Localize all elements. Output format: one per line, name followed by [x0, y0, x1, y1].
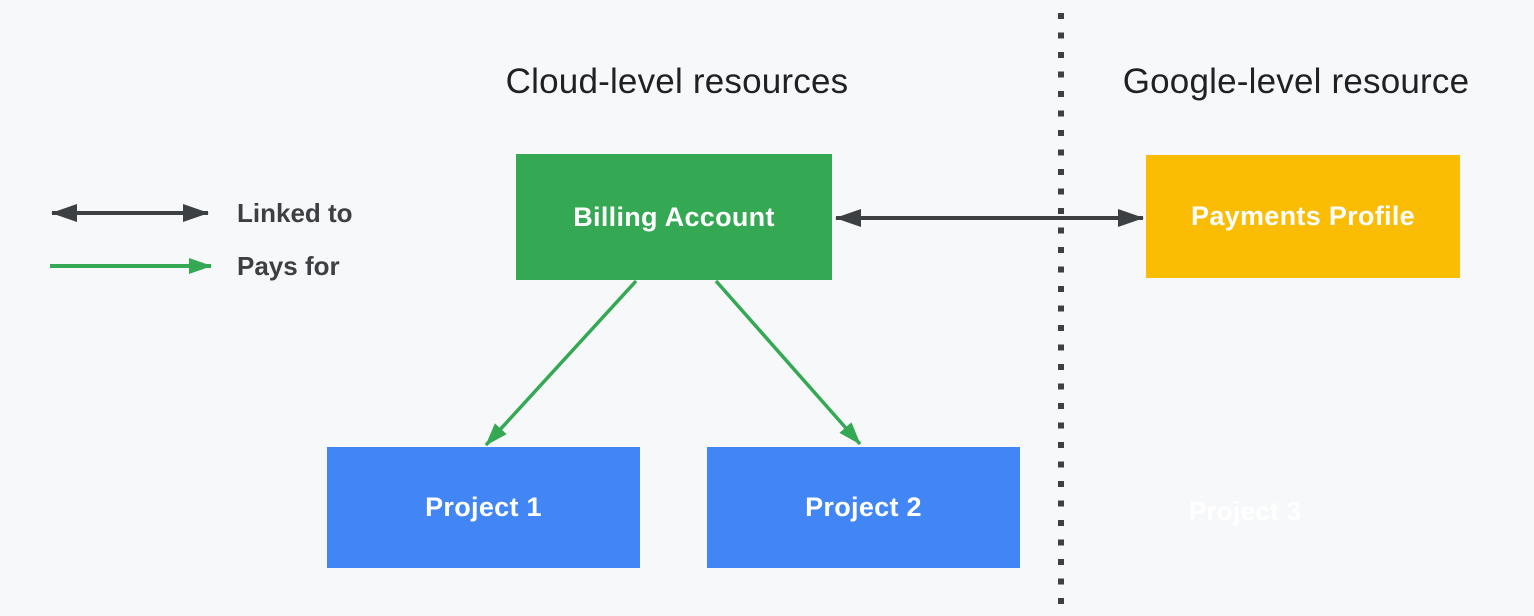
- payments-profile-node: Payments Profile: [1146, 155, 1460, 278]
- legend-label-pays-for: Pays for: [237, 251, 340, 281]
- project-3-ghost-node: Project 3: [1188, 495, 1302, 526]
- billing-account-node: Billing Account: [516, 154, 832, 280]
- cloud-level-section-title: Cloud-level resources: [505, 62, 849, 101]
- project-1-node: Project 1: [327, 447, 640, 568]
- pays-for-connector-project1: [484, 279, 638, 447]
- pays-for-connector-project2: [714, 279, 862, 446]
- legend-label-linked-to: Linked to: [237, 198, 353, 228]
- project-2-node: Project 2: [707, 447, 1020, 568]
- google-level-section-title: Google-level resource: [1122, 62, 1470, 101]
